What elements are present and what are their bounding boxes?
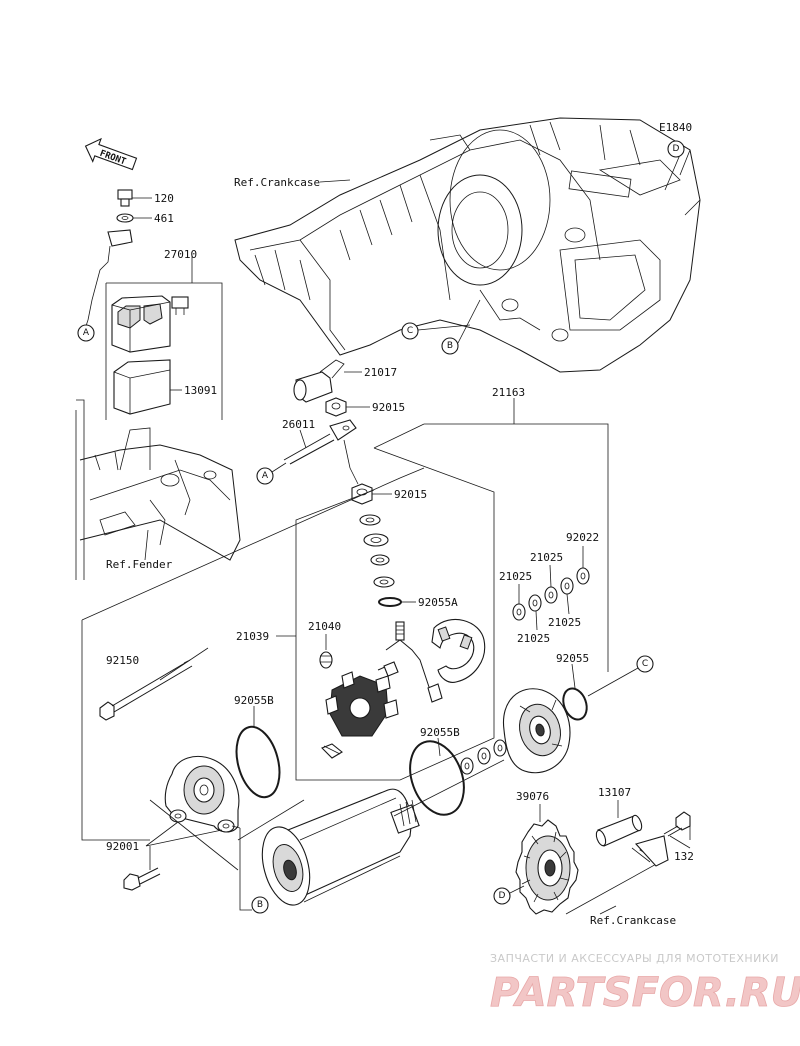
part-27010-label: 27010 xyxy=(164,248,197,261)
o-ring-92055 xyxy=(562,687,588,721)
nut-92015-lower xyxy=(351,483,373,505)
part-92001-label: 92001 xyxy=(106,840,139,853)
nut-92015-upper xyxy=(325,397,347,417)
part-21163-label: 21163 xyxy=(492,386,525,399)
part-21017-label: 21017 xyxy=(364,366,397,379)
part-92055B-right-label: 92055B xyxy=(420,726,460,739)
svg-text:A: A xyxy=(262,471,269,481)
svg-text:B: B xyxy=(257,900,263,910)
washer-461 xyxy=(116,213,134,223)
svg-text:C: C xyxy=(407,326,413,336)
part-21025-c-label: 21025 xyxy=(517,632,550,645)
gear-shaft-13107 xyxy=(595,814,643,847)
part-92015-upper-label: 92015 xyxy=(372,401,405,414)
front-arrow-icon: FRONT xyxy=(84,137,138,171)
part-21025-b-label: 21025 xyxy=(499,570,532,583)
part-92015-lower-label: 92015 xyxy=(394,488,427,501)
part-120-label: 120 xyxy=(154,192,174,205)
starter-rear-cover xyxy=(502,688,571,774)
callout-A-top xyxy=(77,324,95,342)
washer-stack xyxy=(359,514,395,588)
part-461-label: 461 xyxy=(154,212,174,225)
callout-B-top xyxy=(441,337,459,355)
part-39076-label: 39076 xyxy=(516,790,549,803)
part-13091-label: 13091 xyxy=(184,384,217,397)
watermark-logo: PARTSFOR.RU xyxy=(490,970,800,1016)
svg-text:D: D xyxy=(673,144,680,154)
part-92055A-label: 92055A xyxy=(418,596,458,609)
o-ring-92055B-left xyxy=(235,725,281,799)
shim-21025-set xyxy=(512,577,574,621)
part-21039-label: 21039 xyxy=(236,630,269,643)
crankcase-drawing xyxy=(234,117,701,373)
svg-text:D: D xyxy=(499,891,506,901)
svg-text:B: B xyxy=(447,341,453,351)
idle-gear-39076 xyxy=(515,819,579,915)
bolt-92001 xyxy=(123,867,161,891)
callout-D-bottom xyxy=(493,887,511,905)
cable-26011 xyxy=(283,419,357,465)
part-92150-label: 92150 xyxy=(106,654,139,667)
part-13107-label: 13107 xyxy=(598,786,631,799)
svg-text:C: C xyxy=(642,659,648,669)
fender-drawing xyxy=(75,399,241,580)
callout-D-top xyxy=(667,140,685,158)
ref-crankcase-bottom: Ref.Crankcase xyxy=(590,914,676,927)
part-92055-label: 92055 xyxy=(556,652,589,665)
through-bolt-92150 xyxy=(99,659,193,721)
svg-text:A: A xyxy=(83,328,90,338)
starter-motor-body xyxy=(261,788,420,906)
o-ring-92055A xyxy=(378,597,402,607)
fuse-icon xyxy=(171,296,189,315)
part-26011-label: 26011 xyxy=(282,418,315,431)
callout-B-bottom xyxy=(251,896,269,914)
part-21025-d-label: 21025 xyxy=(548,616,581,629)
part-21040-label: 21040 xyxy=(308,620,341,633)
starter-front-cover xyxy=(164,756,240,833)
part-92022-label: 92022 xyxy=(566,531,599,544)
part-21025-a-label: 21025 xyxy=(530,551,563,564)
part-132-label: 132 xyxy=(674,850,694,863)
brush-holder-ring xyxy=(431,619,486,683)
shim-stack-rear xyxy=(460,739,507,775)
callout-A-mid xyxy=(256,467,274,485)
o-ring-92055B-right xyxy=(409,740,465,816)
callout-C-top xyxy=(401,322,419,340)
brush-lead-assembly xyxy=(377,621,443,703)
brush-holder-plate xyxy=(325,671,399,737)
relay-cover-13091 xyxy=(113,359,171,415)
part-92055B-left-label: 92055B xyxy=(234,694,274,707)
bolt-120 xyxy=(117,189,133,207)
brush-spring-21040 xyxy=(319,651,343,759)
diagram-code: E1840 xyxy=(659,121,692,134)
terminal-cover-21017 xyxy=(293,359,345,403)
washer-92022 xyxy=(576,567,590,585)
watermark-tagline: ЗАПЧАСТИ И АКСЕССУАРЫ ДЛЯ МОТОТЕХНИКИ xyxy=(490,952,779,965)
starter-relay-27010 xyxy=(111,295,171,353)
callout-C-right xyxy=(636,655,654,673)
ref-fender: Ref.Fender xyxy=(106,558,173,571)
relay-bracket xyxy=(87,229,133,321)
bolt-132 xyxy=(663,811,691,837)
ref-crankcase-top: Ref.Crankcase xyxy=(234,176,320,189)
